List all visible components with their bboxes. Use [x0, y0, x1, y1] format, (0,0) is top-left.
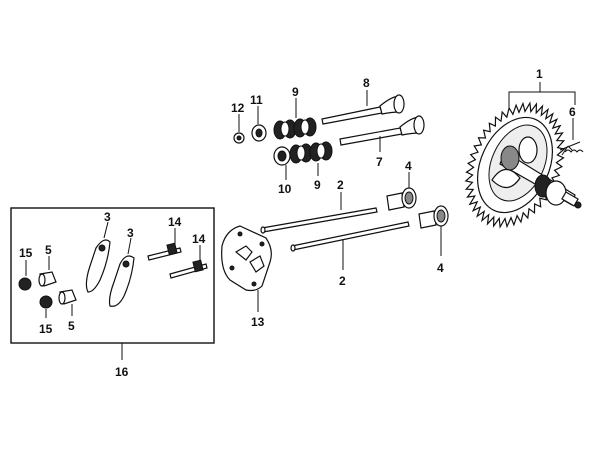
callout-2-upper: 2	[337, 178, 344, 192]
valve-spring-retainer-upper: 11	[250, 93, 267, 142]
valve-spring-lower: 9	[289, 141, 333, 192]
leader-1	[508, 82, 576, 110]
valve-spring-upper: 9	[273, 85, 317, 140]
callout-11: 11	[250, 93, 263, 107]
callout-9-lower: 9	[314, 178, 321, 192]
rocker-arm-right: 3	[108, 226, 135, 307]
rocker-adjust-screw-upper: 14	[147, 215, 182, 261]
intake-valve: 8	[321, 76, 405, 125]
kit-frame	[10, 207, 215, 344]
rocker-pivot-nut-upper: 15	[18, 246, 33, 291]
rocker-adjust-screw-lower: 14	[169, 232, 208, 279]
push-rod-upper: 2	[260, 178, 378, 234]
rocker-pivot-lower: 5	[58, 289, 77, 333]
callout-5-lower: 5	[68, 319, 75, 333]
callout-4-lower: 4	[437, 261, 444, 275]
callout-12: 12	[231, 101, 245, 115]
tappet-upper: 4	[386, 159, 417, 211]
rocker-pivot-upper: 5	[38, 243, 57, 287]
camshaft-gear-assembly: 1 6	[464, 67, 584, 229]
decompressor-spring	[559, 141, 584, 156]
callout-4-upper: 4	[405, 159, 412, 173]
callout-8: 8	[363, 76, 370, 90]
rocker-pivot-nut-lower: 15	[39, 295, 53, 336]
callout-10: 10	[278, 182, 292, 196]
push-rod-lower: 2	[290, 221, 410, 288]
rocker-arm-kit: 3 3 14 14 15 5	[10, 207, 215, 379]
rocker-arm-left: 3	[85, 210, 111, 293]
leader-3-right	[127, 237, 132, 255]
callout-7: 7	[376, 155, 383, 169]
callout-5-upper: 5	[45, 243, 52, 257]
callout-13: 13	[251, 315, 265, 329]
callout-3-left: 3	[104, 210, 111, 224]
valve-spring-retainer-lower: 10	[273, 146, 292, 196]
callout-14-upper: 14	[168, 215, 182, 229]
callout-15-lower: 15	[39, 322, 53, 336]
exhaust-valve: 7	[339, 115, 425, 169]
push-rod-guide-plate: 13	[221, 225, 272, 329]
camshaft	[491, 136, 582, 209]
leader-3-left	[103, 221, 109, 239]
callout-1: 1	[536, 67, 543, 81]
callout-14-lower: 14	[192, 232, 206, 246]
callout-15-upper: 15	[19, 246, 33, 260]
callout-9-upper: 9	[292, 85, 299, 99]
callout-3-right: 3	[127, 226, 134, 240]
tappet-lower: 4	[418, 205, 449, 275]
callout-6: 6	[569, 105, 576, 119]
callout-16: 16	[115, 365, 129, 379]
callout-2-lower: 2	[339, 274, 346, 288]
valve-cotter: 12	[231, 101, 245, 144]
